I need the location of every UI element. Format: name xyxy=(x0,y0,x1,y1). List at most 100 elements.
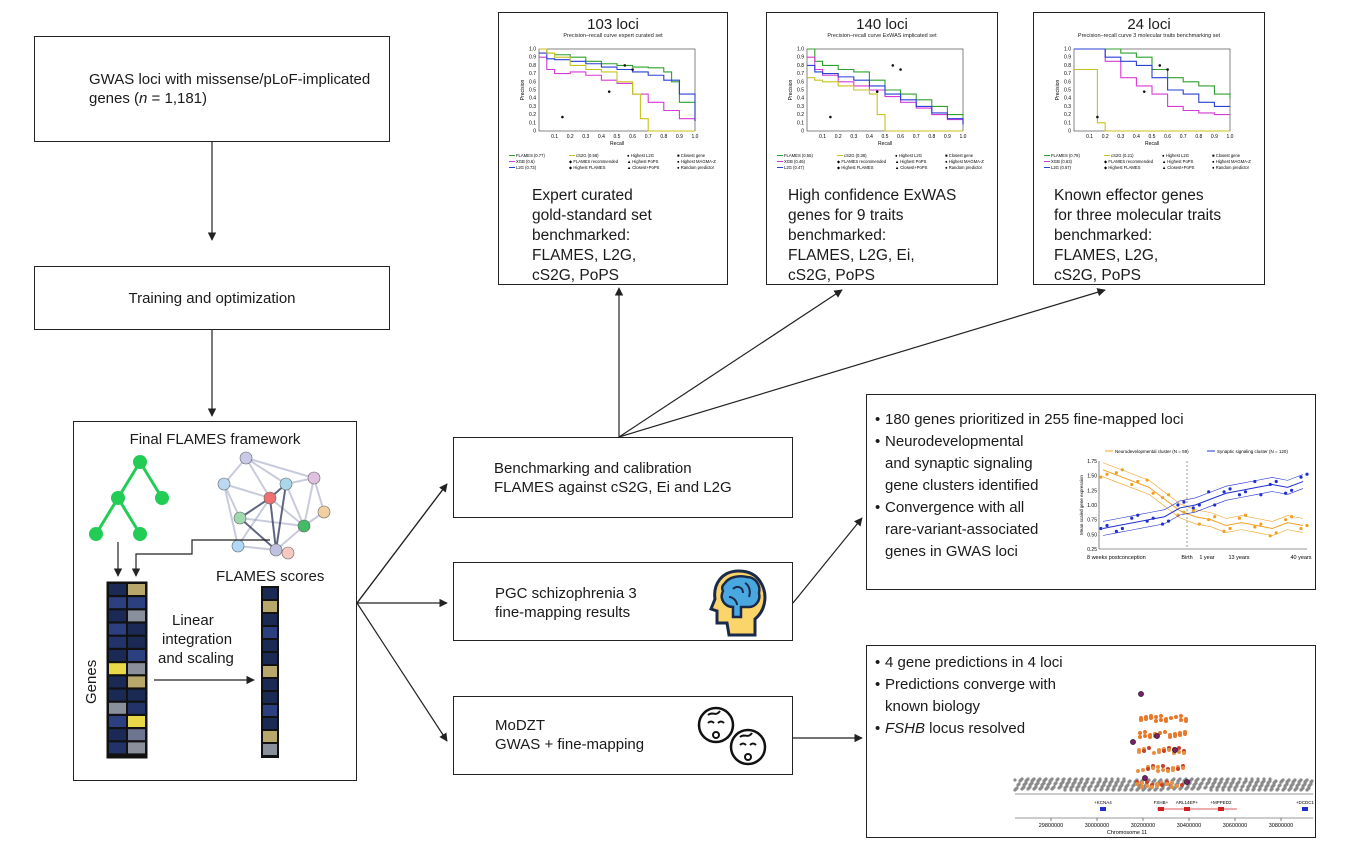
snp-point-signal xyxy=(1148,735,1152,739)
snp-point-signal xyxy=(1174,715,1178,719)
gene-track-label: ARL14EP+ xyxy=(1176,800,1199,805)
snp-point-bg xyxy=(1202,777,1206,781)
network-graph-icon xyxy=(223,457,325,553)
snp-point-bg xyxy=(1102,783,1106,787)
snp-point-signal xyxy=(1178,733,1182,737)
snp-point-signal xyxy=(1143,734,1147,738)
gene-cell xyxy=(109,676,126,688)
expr-point xyxy=(1237,493,1242,497)
score-cell xyxy=(263,731,277,742)
expr-point xyxy=(1160,496,1165,500)
expr-ytick: 0.75 xyxy=(1087,518,1097,524)
pr-legend-label: ■ Closest gene xyxy=(677,153,706,158)
expr-point xyxy=(1160,522,1165,526)
snp-point-signal xyxy=(1149,716,1153,720)
pr-legend-label: cS2G (0.21) xyxy=(1111,153,1134,158)
snp-point-signal xyxy=(1155,784,1159,788)
pr-legend-label: L2G (0.67) xyxy=(1051,165,1072,170)
snp-point-bg xyxy=(1233,788,1237,792)
snp-point-signal xyxy=(1150,785,1154,789)
expr-point xyxy=(1207,518,1211,522)
pr-ytick: 0.6 xyxy=(797,79,804,85)
snp-point-bg xyxy=(1126,783,1130,787)
snp-point-bg xyxy=(1220,777,1224,781)
gwas-loci-line2: genes (n = 1,181) xyxy=(89,90,208,107)
pr-legend-label: ● Random predictor xyxy=(945,165,983,170)
snp-point-signal xyxy=(1167,748,1171,752)
snp-point-bg xyxy=(1120,783,1124,787)
snp-point-bg xyxy=(1087,788,1091,792)
snp-point-bg xyxy=(1042,781,1046,785)
snp-point-bg xyxy=(1061,780,1065,784)
pr-xtick: 0.2 xyxy=(567,134,574,140)
pr-ytick: 0.9 xyxy=(797,55,804,61)
pr-ytick: 0.7 xyxy=(1064,71,1071,77)
expr-point xyxy=(1213,515,1217,519)
snp-point-signal xyxy=(1171,768,1175,772)
snp-point-bg xyxy=(1287,778,1291,782)
pr-legend-label: cS2G (0.36) xyxy=(844,153,867,158)
pr-ytick: 0 xyxy=(533,129,536,135)
pr-series-line xyxy=(807,64,964,125)
snp-point-bg xyxy=(1252,787,1256,791)
snp-point-bg xyxy=(1239,788,1243,792)
locus-xtick: 30200000 xyxy=(1131,823,1155,829)
expr-point xyxy=(1136,479,1140,484)
snp-point-bg xyxy=(1069,788,1073,792)
benchmarking-box: Benchmarking and calibration FLAMES agai… xyxy=(453,437,793,518)
linear-label-3: and scaling xyxy=(158,650,234,667)
pr-ytick: 1.0 xyxy=(797,47,804,53)
panel-2-subtitle: Precision–recall curve ExWAS implicated … xyxy=(827,33,937,39)
score-cell xyxy=(263,718,277,729)
arrow-pgc-to-schizo xyxy=(792,517,863,604)
pr-xtick: 0.1 xyxy=(819,134,826,140)
expr-point xyxy=(1305,472,1309,476)
snp-point-bg xyxy=(1040,785,1044,789)
snp-point-bg xyxy=(1137,786,1141,790)
flames-scores-label: FLAMES scores xyxy=(216,568,325,585)
gene-cell xyxy=(109,702,126,714)
snp-point-bg xyxy=(1208,777,1212,781)
snp-point-bg xyxy=(1213,780,1217,784)
score-cell xyxy=(263,653,277,664)
snp-point-bg xyxy=(1089,784,1093,788)
pr-legend-label: ◆ Highest FLAMES xyxy=(569,165,606,170)
pr-legend-label: ◆ FLAMES recommended xyxy=(1104,159,1154,164)
score-cell xyxy=(263,614,277,625)
expr-point xyxy=(1290,488,1294,492)
pr-legend-label: ▲ Closest+PoPS xyxy=(627,165,660,170)
expr-legend-synaptic: Synaptic signaling cluster (N = 120) xyxy=(1217,449,1288,454)
benchmarking-line2: FLAMES against cS2G, Ei and L2G xyxy=(494,479,732,496)
snp-point-bg xyxy=(1297,782,1301,786)
snp-point-bg xyxy=(1059,784,1063,788)
snp-point-bg xyxy=(1063,788,1067,792)
snp-point-bg xyxy=(1209,788,1213,792)
pr-ytick: 0.1 xyxy=(797,120,804,126)
expr-ci-line xyxy=(1102,488,1304,536)
pr-marker xyxy=(1158,64,1162,67)
expr-point xyxy=(1191,509,1195,513)
pr-ytick: 0.8 xyxy=(1064,63,1071,69)
snp-point-bg xyxy=(1050,777,1054,781)
snp-point-signal xyxy=(1138,735,1142,739)
modzt-box: MoDZT GWAS + fine-mapping xyxy=(453,696,793,775)
genes-label: Genes xyxy=(83,659,100,704)
expr-point xyxy=(1274,531,1278,535)
snp-point-bg xyxy=(1238,777,1242,781)
snp-point-bg xyxy=(1307,786,1311,790)
pr-ytick: 1.0 xyxy=(1064,47,1071,53)
pr-xtick: 0.2 xyxy=(1102,134,1109,140)
snp-point-signal xyxy=(1179,714,1183,718)
gene-cell xyxy=(109,663,126,675)
snp-point-bg xyxy=(1015,786,1019,790)
snp-point-bg xyxy=(1309,782,1313,786)
snp-point-signal xyxy=(1170,785,1174,789)
pr-marker xyxy=(1166,68,1169,71)
snp-point-signal xyxy=(1145,784,1149,788)
expr-point xyxy=(1299,475,1303,479)
pr-xtick: 0.9 xyxy=(944,134,951,140)
